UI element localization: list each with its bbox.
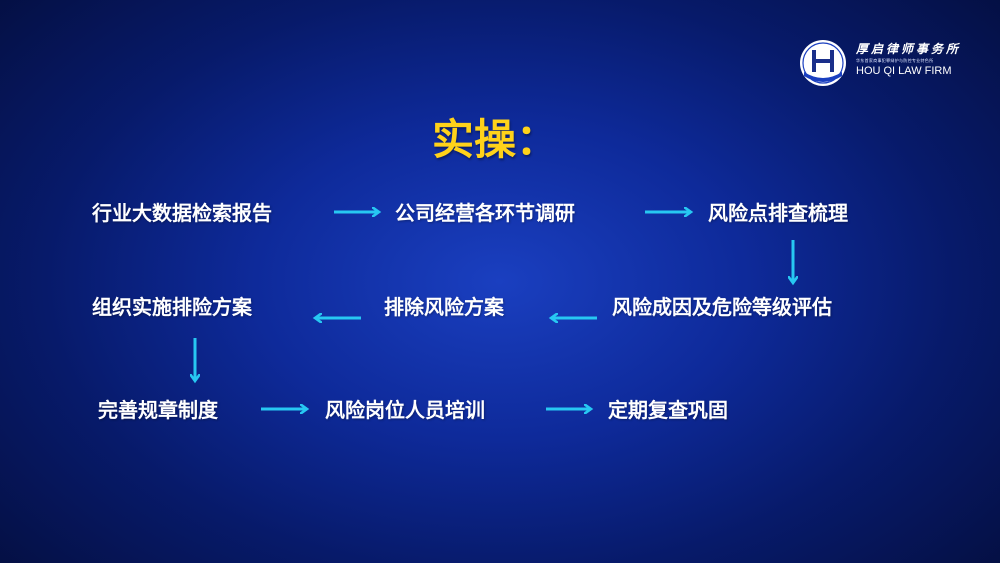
- logo-chinese-name: 厚启律师事务所: [856, 42, 962, 56]
- firm-logo: 厚启律师事务所 华东首家商事犯罪辩护与防控专业特色所 HOU QI LAW FI…: [798, 38, 968, 88]
- step-improve-regulations: 完善规章制度: [98, 398, 218, 422]
- step-industry-data-report: 行业大数据检索报告: [92, 201, 272, 225]
- logo-tagline: 华东首家商事犯罪辩护与防控专业特色所: [856, 58, 934, 63]
- step-risk-cause-assessment: 风险成因及危险等级评估: [612, 295, 832, 319]
- step-staff-training: 风险岗位人员培训: [325, 398, 485, 422]
- step-risk-elimination-plan: 排除风险方案: [384, 295, 504, 319]
- step-periodic-review: 定期复查巩固: [608, 398, 728, 422]
- logo-english-name: HOU QI LAW FIRM: [856, 65, 952, 77]
- logo-emblem-icon: [800, 40, 846, 86]
- step-business-research: 公司经营各环节调研: [395, 201, 575, 225]
- step-implement-plan: 组织实施排险方案: [92, 295, 252, 319]
- slide-title: 实操：: [432, 115, 559, 164]
- step-risk-point-review: 风险点排查梳理: [708, 201, 848, 225]
